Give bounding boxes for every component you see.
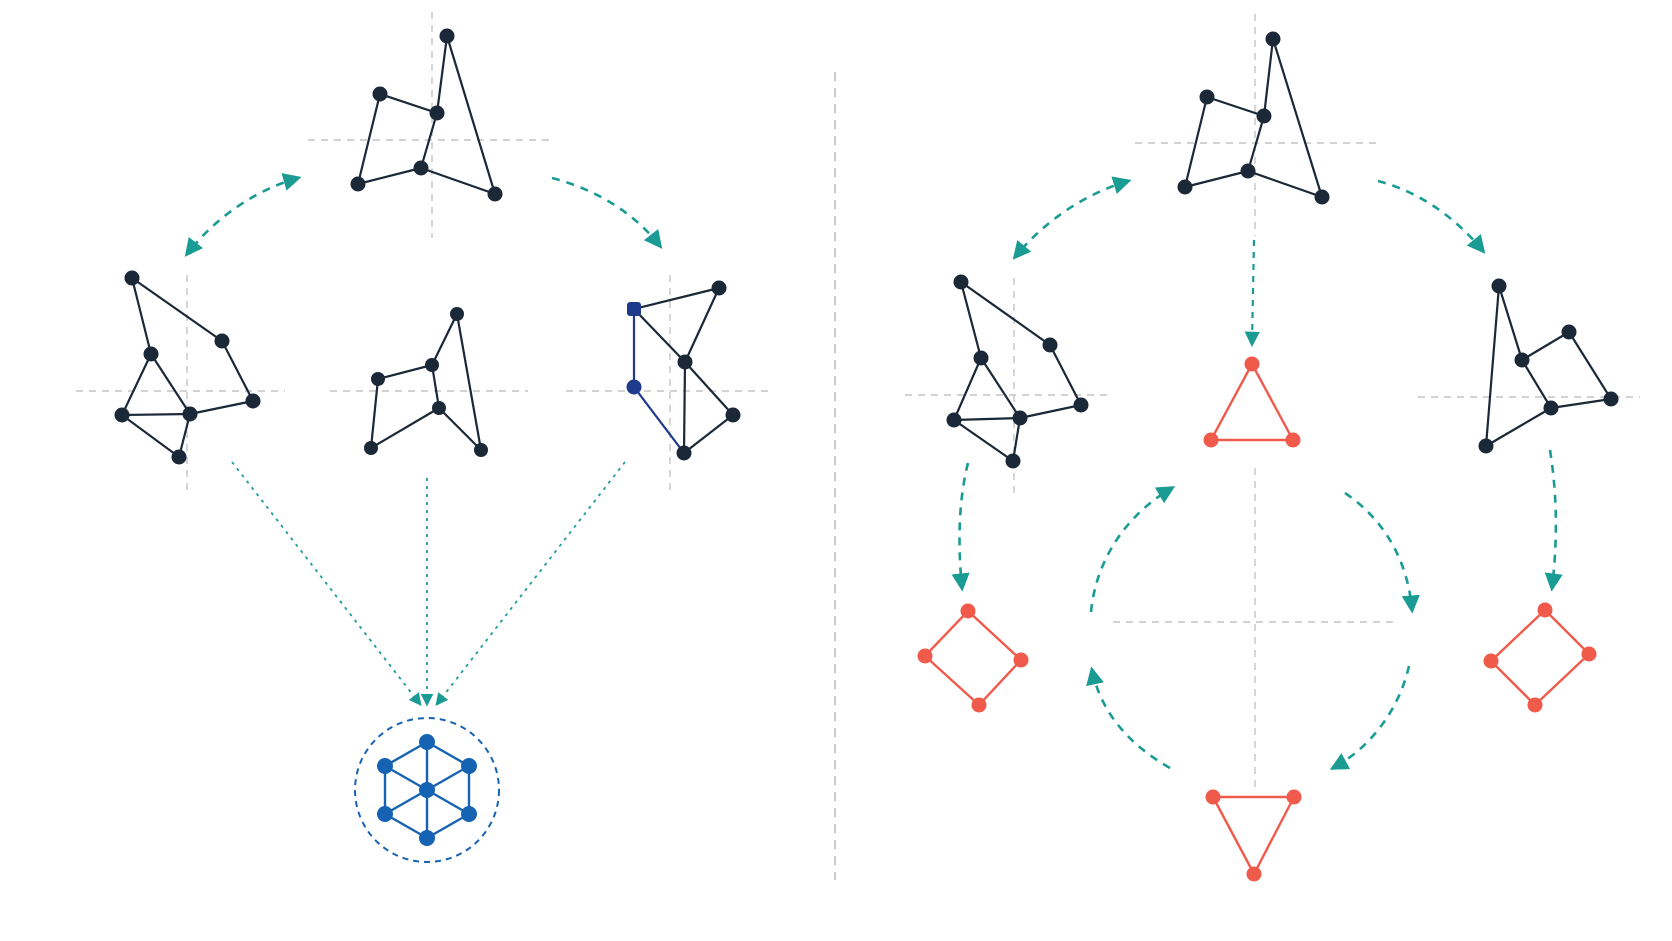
graph-node-icon (350, 176, 366, 192)
crosshair-center-right (1113, 468, 1395, 790)
graph-node-icon (1012, 410, 1028, 426)
right-graph-left (626, 280, 741, 461)
graph-node-icon (711, 280, 727, 296)
graph-node-icon (143, 346, 159, 362)
arrow-icon (1012, 176, 1132, 260)
graph-node-icon (429, 105, 445, 121)
crosshair-left-left (76, 275, 285, 492)
graph-node-icon (626, 379, 642, 395)
graph-node-icon (725, 407, 741, 423)
triangle-motif-bottom (1205, 789, 1302, 882)
graph-node-icon (1177, 179, 1193, 195)
arrow-icon (551, 176, 663, 249)
graph-node-icon (1314, 189, 1330, 205)
arrow-icon (184, 173, 302, 257)
graph-node-icon (1005, 453, 1021, 469)
arrow-icon (951, 462, 970, 592)
graph-node-icon (946, 412, 962, 428)
graph-node-icon (677, 354, 693, 370)
graph-node-icon (124, 270, 140, 286)
arrow-icon (1344, 491, 1420, 614)
graph-node-icon (450, 307, 464, 321)
arrow-icon (1244, 239, 1260, 348)
center-graph-left (364, 307, 488, 457)
arrow-icon (1377, 179, 1486, 254)
graph-node-icon (364, 441, 378, 455)
graph-node-icon (425, 358, 439, 372)
graph-node-icon (487, 186, 503, 202)
graph-node-icon (413, 160, 429, 176)
graph-node-icon (676, 445, 692, 461)
cluster-icon (354, 717, 500, 863)
graph-node-icon (627, 302, 641, 316)
graph-node-icon (1256, 108, 1272, 124)
cycle-arrows (1086, 486, 1420, 770)
crosshair-right-left (566, 275, 770, 492)
graph-node-icon (1561, 324, 1577, 340)
graph-node-icon (973, 350, 989, 366)
arrow-icon (1089, 486, 1176, 613)
square-motif-right (1483, 602, 1597, 713)
square-motif-left (917, 603, 1029, 713)
graph-node-icon (432, 401, 446, 415)
triangle-motif-top (1203, 356, 1301, 448)
right-panel (905, 14, 1640, 882)
arrow-icon (1329, 665, 1411, 770)
graph-node-icon (1265, 31, 1281, 47)
graph-node-icon (1514, 352, 1530, 368)
arrow-icon (1086, 666, 1171, 770)
graph-node-icon (474, 443, 488, 457)
graph-node-icon (439, 28, 455, 44)
graph-node-icon (1073, 397, 1089, 413)
crosshair-top-left (308, 12, 552, 238)
graph-node-icon (1199, 89, 1215, 105)
left-panel (76, 12, 770, 863)
graph-node-icon (1478, 438, 1494, 454)
top-graph-right (1177, 31, 1330, 205)
graph-node-icon (1042, 337, 1058, 353)
arrow-icon (435, 461, 626, 706)
graph-node-icon (371, 372, 385, 386)
graph-node-icon (1240, 163, 1256, 179)
graph-node-icon (214, 333, 230, 349)
arrow-icon (231, 461, 422, 706)
graph-node-icon (953, 274, 969, 290)
left-graph-left (114, 270, 261, 465)
graph-node-icon (372, 86, 388, 102)
top-graph-left (350, 28, 503, 202)
left-graph-right (946, 274, 1089, 469)
right-graph-right (1478, 278, 1619, 454)
graph-node-icon (1603, 391, 1619, 407)
graph-node-icon (1543, 400, 1559, 416)
graph-node-icon (245, 393, 261, 409)
graph-node-icon (114, 407, 130, 423)
graph-node-icon (1491, 278, 1507, 294)
arrow-icon (1544, 449, 1563, 592)
graph-node-icon (171, 449, 187, 465)
crosshair-top-right (1135, 14, 1378, 236)
graph-node-icon (182, 406, 198, 422)
